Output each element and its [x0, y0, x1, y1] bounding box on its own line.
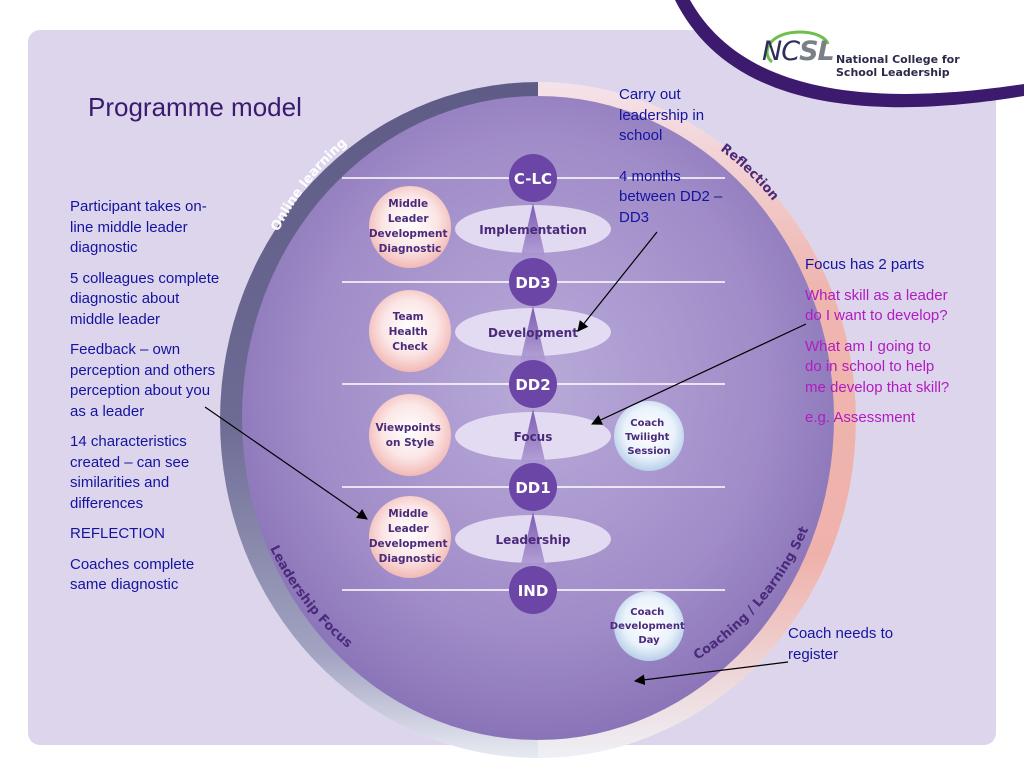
milestone-label-dd3: DD3 [515, 274, 550, 292]
coach-development-day [614, 591, 684, 661]
activity-label: Viewpoints on Style [375, 422, 444, 449]
top-note: Carry out leadership in school 4 months … [619, 85, 729, 228]
logo-mark: NCSL [762, 36, 835, 67]
activity-label: Middle Leader Development Diagnostic [369, 198, 451, 255]
header-swoosh-white [690, 0, 1024, 94]
bottom-note: Coach needs to register [788, 625, 894, 663]
coach-bubble-label: Coach Twilight Session [625, 418, 673, 457]
left-note: Feedback – own perception and others per… [70, 341, 216, 420]
milestone-label-clc: C-LC [514, 170, 552, 188]
left-notes: Participant takes on-line middle leader … [70, 197, 220, 596]
left-note: 14 characteristics created – can see sim… [70, 433, 190, 512]
right-note-question: What skill as a leader do I want to deve… [805, 286, 948, 325]
milestone-dd3 [509, 258, 557, 306]
coach-twilight-session [614, 401, 684, 471]
milestone-label-ind: IND [518, 582, 549, 600]
annotation-arrow-right [591, 323, 807, 425]
activity-middle-leader-diagnostic-bottom [369, 496, 451, 578]
left-note: REFLECTION [70, 525, 166, 542]
page-title: Programme model [88, 92, 302, 122]
logo-line-2: School Leadership [836, 66, 950, 79]
milestone-clc [509, 154, 557, 202]
annotation-arrow-bottom [633, 661, 789, 686]
activity-viewpoints-on-style [369, 394, 451, 476]
logo-line-1: National College for [836, 53, 960, 66]
activity-label: Team Health Check [389, 311, 432, 353]
stage-label-leadership: Leadership [496, 533, 571, 547]
annotation-arrow-top [577, 231, 658, 332]
milestone-ind [509, 566, 557, 614]
milestone-dd1 [509, 463, 557, 511]
activity-middle-leader-diagnostic-top [369, 186, 451, 268]
top-note-line: Carry out leadership in school [619, 86, 705, 144]
annotation-arrow-left [204, 406, 368, 520]
left-note: 5 colleagues complete diagnostic about m… [70, 269, 220, 328]
stage-label-development: Development [488, 326, 578, 340]
activity-team-health-check [369, 290, 451, 372]
left-note: Coaches complete same diagnostic [70, 555, 195, 594]
left-note: Participant takes on-line middle leader … [70, 198, 207, 256]
right-note-heading: Focus has 2 parts [805, 256, 925, 273]
milestone-label-dd2: DD2 [515, 376, 550, 394]
activity-label: Middle Leader Development Diagnostic [369, 508, 451, 565]
logo-text: National College for School Leadership [836, 53, 960, 79]
right-note-example: e.g. Assessment [805, 409, 916, 426]
logo-swirl-icon [765, 30, 830, 64]
milestone-dd2 [509, 360, 557, 408]
top-note-line: 4 months between DD2 – DD3 [619, 167, 723, 226]
stage-label-implementation: Implementation [479, 223, 586, 237]
stage-label-focus: Focus [514, 430, 553, 444]
right-notes: Focus has 2 parts What skill as a leader… [805, 255, 950, 429]
right-note-question: What am I going to do in school to help … [805, 337, 950, 396]
milestone-label-dd1: DD1 [515, 479, 550, 497]
coach-bubble-label: Coach Development Day [610, 607, 688, 646]
